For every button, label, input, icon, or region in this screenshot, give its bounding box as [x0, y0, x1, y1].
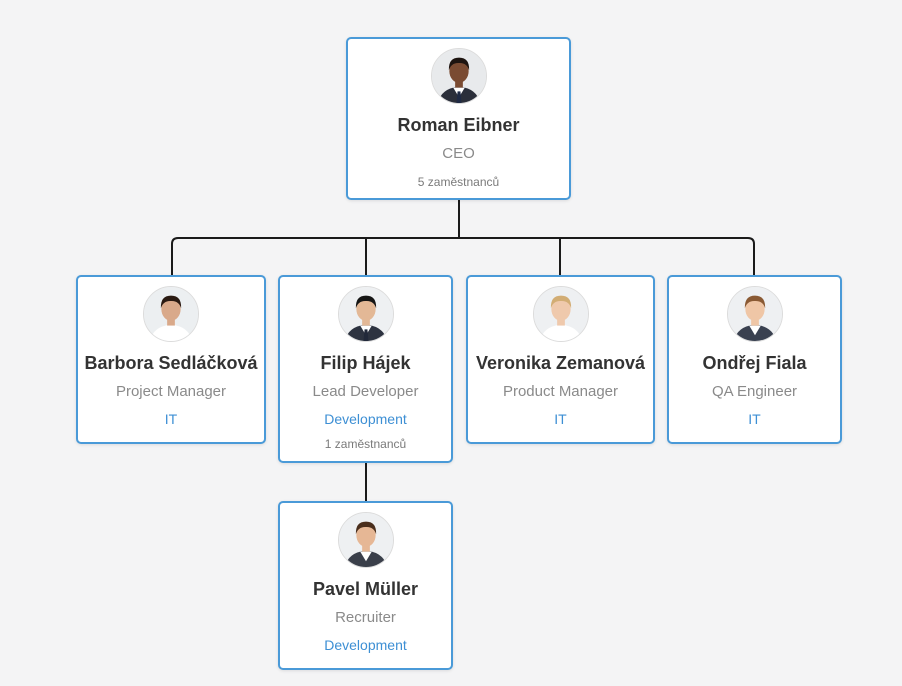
employee-department: IT	[554, 411, 567, 427]
employee-name: Barbora Sedláčková	[84, 353, 258, 373]
org-card-pavel[interactable]: Pavel Müller Recruiter Development	[278, 501, 453, 670]
org-card-ondrej[interactable]: Ondřej Fiala QA Engineer IT	[667, 275, 842, 444]
employee-name: Filip Hájek	[320, 353, 411, 373]
avatar-veronika-zemanova	[532, 286, 589, 342]
avatar-roman-eibner	[430, 48, 487, 104]
employee-name: Veronika Zemanová	[475, 353, 646, 373]
employee-title: QA Engineer	[711, 383, 798, 400]
employee-department: Development	[324, 411, 407, 427]
employee-title: CEO	[442, 145, 475, 162]
employee-department: IT	[748, 411, 761, 427]
avatar-filip-hajek	[337, 286, 394, 342]
employee-title: Project Manager	[115, 383, 227, 400]
employee-count: 1 zaměstnanců	[324, 437, 407, 451]
org-card-veronika[interactable]: Veronika Zemanová Product Manager IT	[466, 275, 655, 444]
employee-title: Lead Developer	[312, 383, 419, 400]
avatar-barbora-sedlackova	[143, 286, 199, 342]
employee-department: IT	[164, 411, 178, 427]
org-card-filip[interactable]: Filip Hájek Lead Developer Development 1…	[278, 275, 453, 463]
employee-department: Development	[324, 637, 407, 653]
employee-title: Recruiter	[335, 609, 396, 626]
avatar-ondrej-fiala	[726, 286, 783, 342]
employee-title: Product Manager	[502, 383, 619, 400]
employee-count: 5 zaměstnanců	[417, 175, 500, 189]
connector-horizontal-bar	[171, 237, 755, 275]
org-card-ceo[interactable]: Roman Eibner CEO 5 zaměstnanců	[346, 37, 571, 200]
employee-name: Ondřej Fiala	[702, 353, 807, 373]
avatar-pavel-muller	[337, 512, 394, 568]
org-card-barbora[interactable]: Barbora Sedláčková Project Manager IT	[76, 275, 266, 444]
employee-name: Roman Eibner	[397, 115, 520, 135]
employee-name: Pavel Müller	[312, 579, 419, 599]
